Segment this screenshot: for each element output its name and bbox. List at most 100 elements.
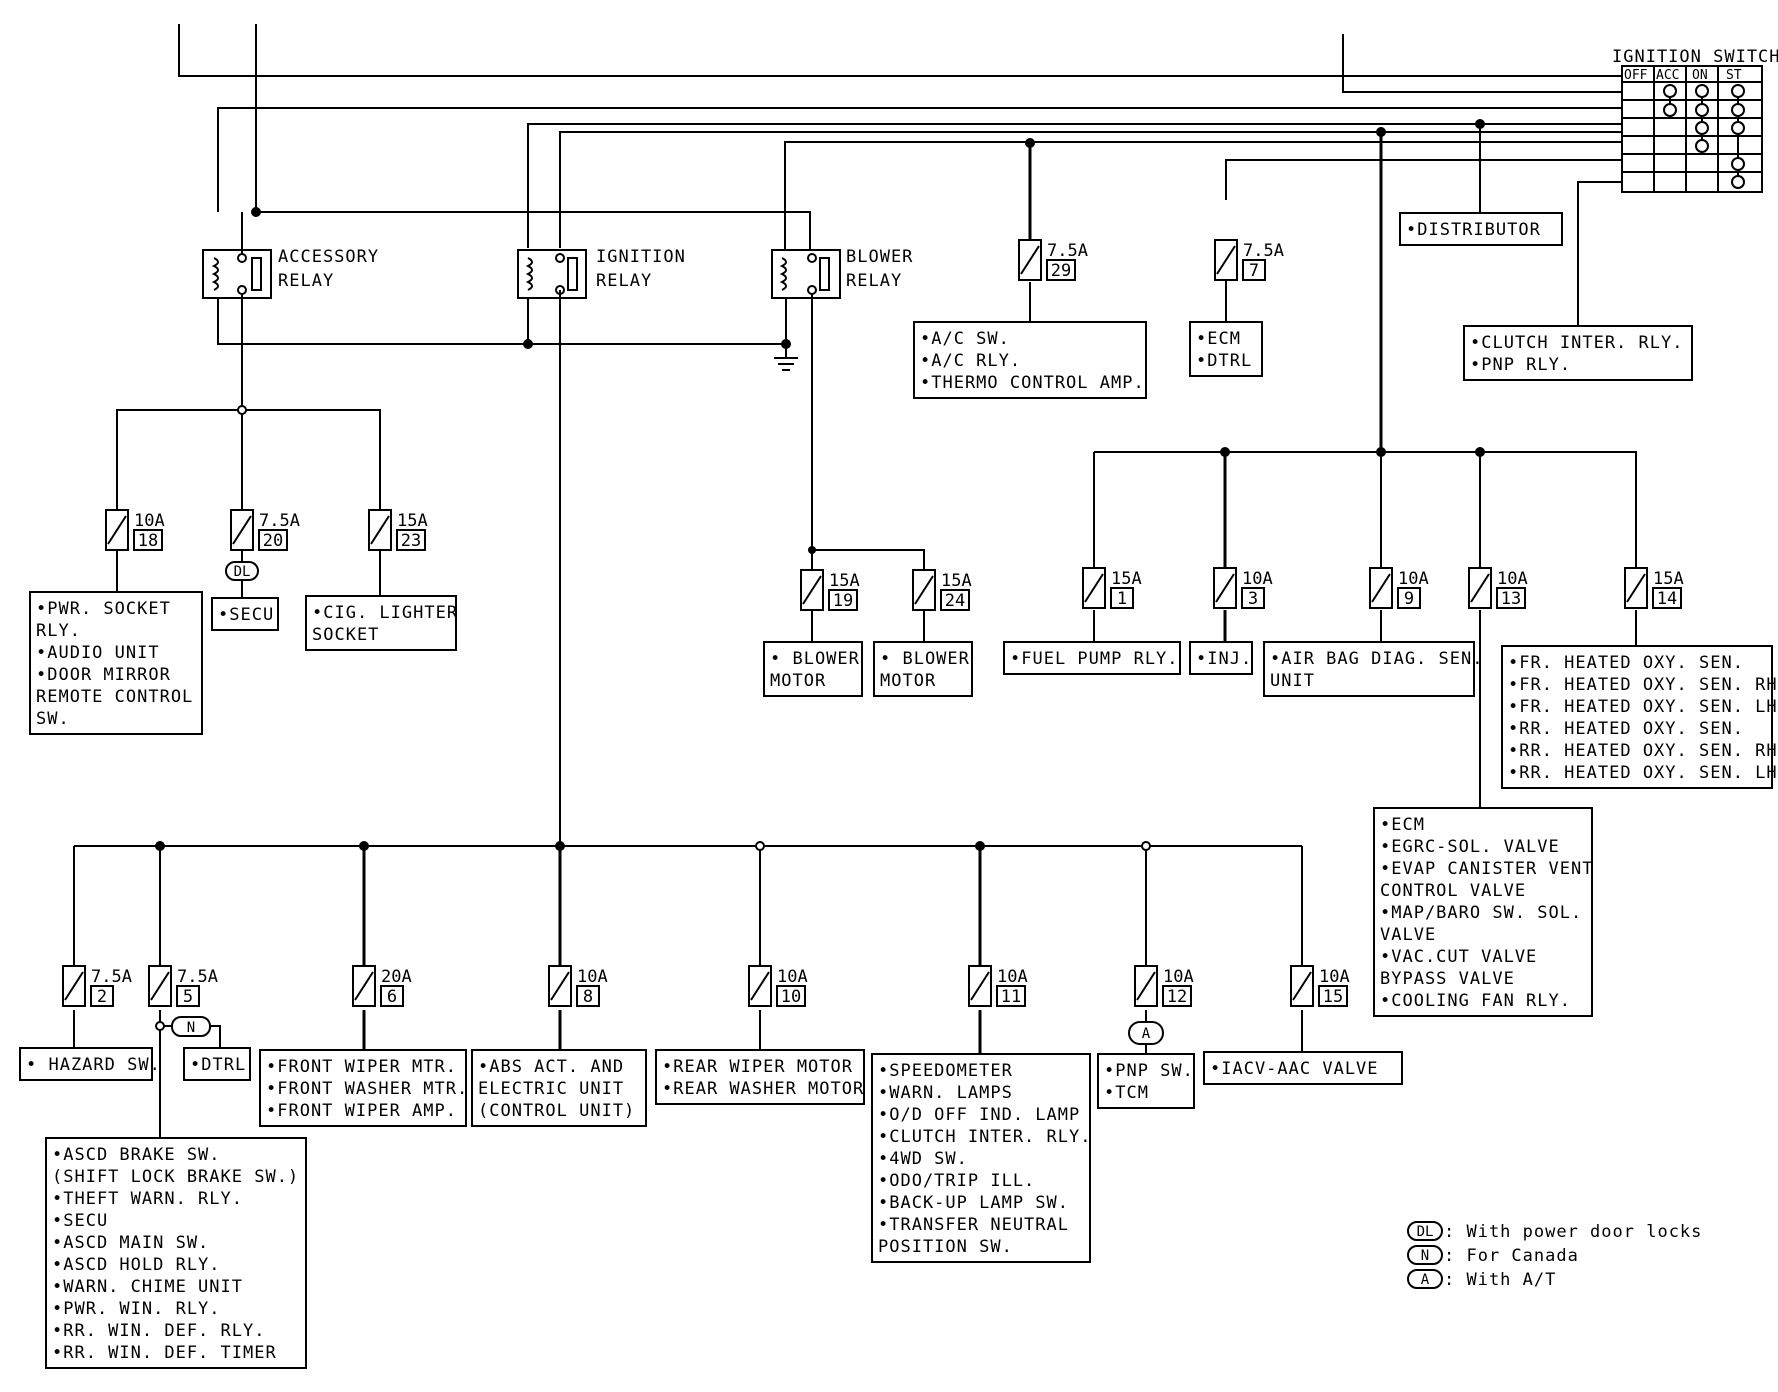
fuse-number: 12 xyxy=(1167,987,1187,1007)
accessory-branch xyxy=(116,405,381,598)
load-box-rear-wiper: •REAR WIPER MOTOR•REAR WASHER MOTOR xyxy=(655,1049,865,1105)
load-item: •ODO/TRIP ILL. xyxy=(878,1171,1035,1191)
switch-pos-on: ON xyxy=(1692,68,1708,83)
option-tag-n: N xyxy=(171,1016,211,1037)
load-item: •FRONT WIPER MTR. xyxy=(266,1057,457,1077)
svg-text:DL: DL xyxy=(234,564,251,580)
load-item: •THEFT WARN. RLY. xyxy=(52,1189,243,1209)
load-item: •RR. HEATED OXY. SEN. LH xyxy=(1508,763,1778,783)
relay-label-ignition-2: RELAY xyxy=(596,271,652,291)
load-item: •INJ. xyxy=(1196,649,1252,669)
load-box-hazard-sw: • HAZARD SW. xyxy=(19,1047,160,1081)
fuse-rating: 15A xyxy=(829,571,860,591)
load-item: •ECM xyxy=(1196,329,1241,349)
load-item: •WARN. CHIME UNIT xyxy=(52,1277,243,1297)
fuse-rating: 7.5A xyxy=(177,967,218,987)
load-box-inj: •INJ. xyxy=(1189,641,1253,675)
legend-item-a: A : With A/T xyxy=(1407,1269,1555,1290)
svg-text:: For Canada: : For Canada xyxy=(1444,1246,1579,1266)
svg-text:A: A xyxy=(1142,1026,1151,1042)
fuse-number: 9 xyxy=(1404,589,1414,609)
load-item: MOTOR xyxy=(770,671,826,691)
fuse-2: 7.5A2 xyxy=(62,965,132,1007)
option-tag-a: A xyxy=(1128,1021,1164,1045)
fuse-number: 20 xyxy=(263,531,283,551)
load-box-secu: •SECU xyxy=(211,597,279,631)
load-item: •4WD SW. xyxy=(878,1149,968,1169)
load-box-speedometer: •SPEEDOMETER•WARN. LAMPS•O/D OFF IND. LA… xyxy=(871,1053,1091,1263)
fuse-number: 23 xyxy=(401,531,421,551)
load-item: •SECU xyxy=(218,605,274,625)
fuse-number: 11 xyxy=(1001,987,1021,1007)
fuse-rating: 10A xyxy=(1319,967,1350,987)
load-item: •REAR WASHER MOTOR xyxy=(662,1079,864,1099)
fuse-rating: 20A xyxy=(381,967,412,987)
relay-label-blower-1: BLOWER xyxy=(846,247,913,267)
ground-symbol xyxy=(774,357,798,371)
blower-branch xyxy=(808,546,925,642)
load-box-clutch-pnp: •CLUTCH INTER. RLY.•PNP RLY. xyxy=(1463,325,1693,381)
load-item: •A/C RLY. xyxy=(920,351,1021,371)
load-item: •AIR BAG DIAG. SEN. xyxy=(1270,649,1483,669)
load-item: •TCM xyxy=(1104,1083,1149,1103)
load-item: • BLOWER xyxy=(880,649,970,669)
load-item: •REAR WIPER MOTOR xyxy=(662,1057,853,1077)
fuse-number: 6 xyxy=(387,987,397,1007)
load-box-fuel-pump: •FUEL PUMP RLY. xyxy=(1003,641,1181,675)
fuse-rating: 10A xyxy=(777,967,808,987)
load-item: •TRANSFER NEUTRAL xyxy=(878,1215,1069,1235)
legend-item-dl: DL : With power door locks xyxy=(1407,1221,1701,1242)
load-item: •RR. HEATED OXY. SEN. RH xyxy=(1508,741,1778,761)
svg-text:N: N xyxy=(187,1020,195,1036)
load-item: SW. xyxy=(36,709,70,729)
switch-pos-off: OFF xyxy=(1624,68,1648,83)
fuse-rating: 15A xyxy=(1111,569,1142,589)
load-item: VALVE xyxy=(1380,925,1436,945)
switch-pos-acc: ACC xyxy=(1656,68,1679,83)
fuse-5: 7.5A5 xyxy=(148,965,218,1007)
fuse-rating: 7.5A xyxy=(1047,241,1088,261)
load-item: •EGRC-SOL. VALVE xyxy=(1380,837,1560,857)
load-box-ascd-group: •ASCD BRAKE SW. (SHIFT LOCK BRAKE SW.)•T… xyxy=(45,1137,307,1369)
fuse-number: 24 xyxy=(945,591,965,611)
ignition-switch: IGNITION SWITCH OFF ACC ON ST xyxy=(1612,47,1778,193)
fuse-rating: 10A xyxy=(1163,967,1194,987)
load-item: •VAC.CUT VALVE xyxy=(1380,947,1537,967)
load-box-pwr-socket: •PWR. SOCKET RLY.•AUDIO UNIT•DOOR MIRROR… xyxy=(29,591,203,735)
load-item: CONTROL VALVE xyxy=(1380,881,1526,901)
fuse-number: 8 xyxy=(583,987,593,1007)
load-box-abs: •ABS ACT. AND ELECTRIC UNIT (CONTROL UNI… xyxy=(471,1049,647,1127)
relay-label-ignition-1: IGNITION xyxy=(596,247,686,267)
load-item: •CLUTCH INTER. RLY. xyxy=(1470,333,1683,353)
load-item: •SPEEDOMETER xyxy=(878,1061,1013,1081)
load-item: •ECM xyxy=(1380,815,1425,835)
load-item: •ASCD BRAKE SW. xyxy=(52,1145,221,1165)
load-box-cig-lighter: •CIG. LIGHTER SOCKET xyxy=(305,595,458,651)
load-item: MOTOR xyxy=(880,671,936,691)
ignition-bus xyxy=(73,290,1303,1138)
load-item: UNIT xyxy=(1270,671,1315,691)
load-item: POSITION SW. xyxy=(878,1237,1013,1257)
fuse-number: 13 xyxy=(1501,589,1521,609)
fuse-number: 19 xyxy=(833,591,853,611)
fuse-rating: 10A xyxy=(997,967,1028,987)
load-item: •RR. HEATED OXY. SEN. xyxy=(1508,719,1744,739)
fuse-rating: 10A xyxy=(134,511,165,531)
load-item: •FR. HEATED OXY. SEN. LH xyxy=(1508,697,1778,717)
switch-contacts xyxy=(1663,84,1745,189)
blower-relay: BLOWER RELAY xyxy=(771,247,913,550)
fuse-rating: 15A xyxy=(397,511,428,531)
load-item: •DISTRIBUTOR xyxy=(1406,220,1541,240)
load-item: •FR. HEATED OXY. SEN. RH xyxy=(1508,675,1778,695)
svg-text:A: A xyxy=(1421,1272,1430,1288)
relay-label-blower-2: RELAY xyxy=(846,271,902,291)
load-item: •CIG. LIGHTER xyxy=(312,603,458,623)
relay-label-accessory-1: ACCESSORY xyxy=(278,247,379,267)
load-item: SOCKET xyxy=(312,625,379,645)
ignition-switch-title: IGNITION SWITCH xyxy=(1612,47,1778,67)
option-tag-dl: DL xyxy=(225,561,259,581)
